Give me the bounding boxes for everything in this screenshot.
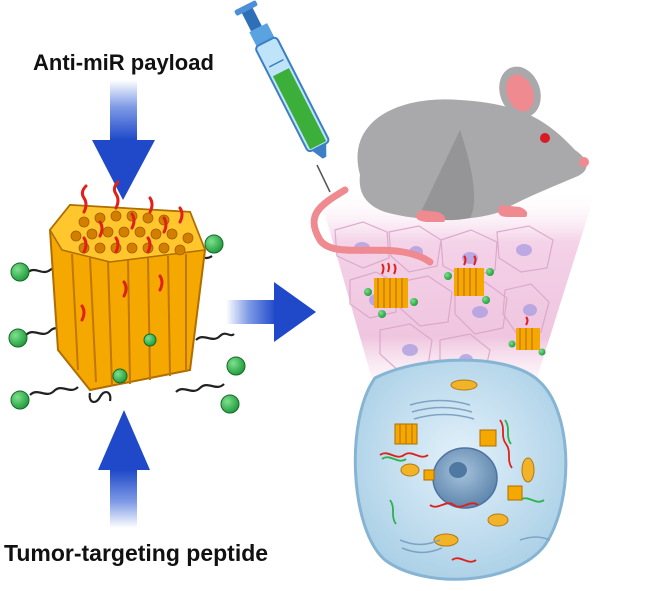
arrow-down-icon — [92, 80, 155, 200]
tumor-targeting-peptide-label: Tumor-targeting peptide — [4, 540, 269, 566]
tissue-nanoparticles — [364, 255, 546, 356]
mouse-icon — [310, 66, 589, 266]
arrow-right-icon — [226, 282, 316, 342]
arrow-up-icon — [98, 410, 150, 528]
syringe-icon — [234, 0, 331, 193]
anti-mir-payload-label: Anti-miR payload — [33, 50, 214, 75]
cell-icon — [353, 358, 568, 581]
mesoporous-nanoparticle-icon — [8, 180, 246, 414]
